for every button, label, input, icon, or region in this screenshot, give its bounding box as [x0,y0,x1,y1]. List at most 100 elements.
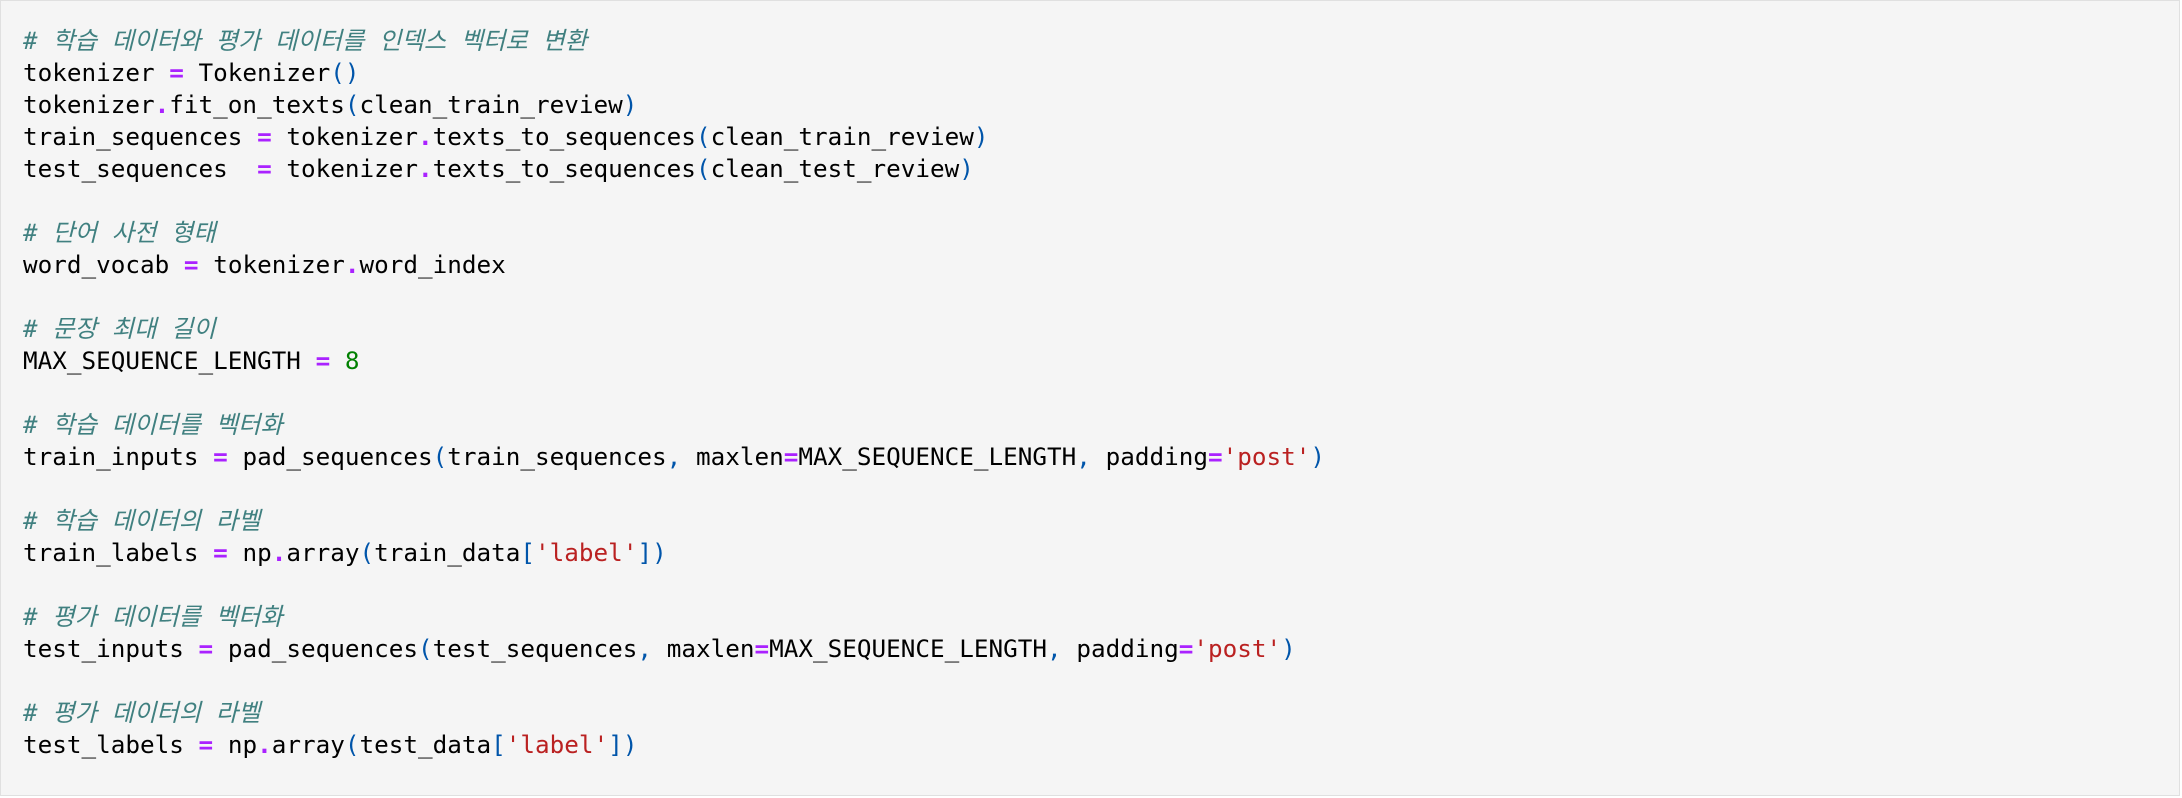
code-token: test_sequences [23,154,258,183]
code-operator: = [1207,442,1223,471]
code-string: 'post' [1193,634,1282,663]
code-line: # 학습 데이터의 라벨 [23,505,1325,537]
code-operator: = [198,730,214,759]
code-line: train_labels = np.array(train_data['labe… [23,537,1325,569]
code-token: train_labels [23,538,214,567]
code-operator: . [417,154,433,183]
code-string: 'post' [1222,442,1311,471]
code-token: pad_sequences [227,442,433,471]
code-punctuation: ) [959,154,974,183]
code-line: word_vocab = tokenizer.word_index [23,249,1325,281]
code-punctuation: ]) [637,538,667,567]
code-token: texts_to_sequences [432,122,696,151]
code-operator: = [257,154,272,183]
code-token: array [271,730,345,759]
code-token: clean_test_review [710,154,960,183]
code-punctuation: ) [1310,442,1326,471]
code-token: texts_to_sequences [432,154,696,183]
code-punctuation: () [330,58,360,87]
code-token: word_index [359,250,506,279]
code-punctuation: , [666,442,682,471]
code-operator: = [783,442,799,471]
code-line: # 단어 사전 형태 [23,217,1325,249]
code-comment: # 평가 데이터를 벡터화 [23,602,283,631]
code-punctuation: ) [1281,634,1296,663]
code-line: tokenizer.fit_on_texts(clean_train_revie… [23,89,1325,121]
code-punctuation: , [637,634,653,663]
code-token: padding [1061,634,1179,663]
code-operator: = [213,442,228,471]
code-token: maxlen [681,442,784,471]
code-token: tokenizer [271,122,418,151]
code-operator: = [169,58,184,87]
code-token: Tokenizer [183,58,331,87]
code-token: MAX_SEQUENCE_LENGTH [23,346,316,375]
code-punctuation: [ [491,730,506,759]
code-token: maxlen [652,634,755,663]
code-line: # 학습 데이터와 평가 데이터를 인덱스 벡터로 변환 [23,25,1325,57]
code-punctuation: ) [973,122,989,151]
code-punctuation: ( [359,538,375,567]
code-token: train_sequences [447,442,667,471]
code-operator: . [154,90,170,119]
code-token: test_sequences [432,634,638,663]
code-operator: = [315,346,331,375]
code-operator: = [213,538,228,567]
code-comment: # 평가 데이터의 라벨 [23,698,261,727]
code-token: padding [1090,442,1208,471]
code-operator: . [271,538,287,567]
code-blank-line [23,185,1325,217]
code-line: # 평가 데이터를 벡터화 [23,601,1325,633]
code-token: array [286,538,360,567]
code-token: train_data [374,538,521,567]
code-operator: . [257,730,272,759]
code-punctuation: ( [417,634,433,663]
code-line: # 평가 데이터의 라벨 [23,697,1325,729]
code-token: tokenizer [23,58,170,87]
code-punctuation: ( [432,442,448,471]
code-punctuation: ( [344,730,360,759]
code-operator: = [183,250,199,279]
code-operator: = [1178,634,1194,663]
code-token [330,346,345,375]
code-line: test_inputs = pad_sequences(test_sequenc… [23,633,1325,665]
code-comment: # 학습 데이터의 라벨 [23,506,261,535]
code-operator: = [198,634,214,663]
code-token: word_vocab [23,250,184,279]
code-punctuation: ( [695,122,711,151]
code-operator: = [754,634,770,663]
code-punctuation: , [1076,442,1091,471]
code-punctuation: ( [344,90,360,119]
code-token: MAX_SEQUENCE_LENGTH [769,634,1048,663]
code-punctuation: [ [520,538,536,567]
code-token: train_sequences [23,122,258,151]
code-token: fit_on_texts [169,90,345,119]
code-token: pad_sequences [213,634,418,663]
code-token: clean_train_review [710,122,974,151]
code-punctuation: ]) [608,730,638,759]
code-token: clean_train_review [359,90,623,119]
code-token: test_data [359,730,492,759]
code-token: tokenizer [198,250,345,279]
code-line: tokenizer = Tokenizer() [23,57,1325,89]
code-blank-line [23,569,1325,601]
code-line: # 문장 최대 길이 [23,313,1325,345]
code-operator: . [417,122,433,151]
code-string: 'label' [535,538,638,567]
code-token: MAX_SEQUENCE_LENGTH [798,442,1077,471]
code-operator: = [257,122,272,151]
code-line: test_sequences = tokenizer.texts_to_sequ… [23,153,1325,185]
code-number: 8 [344,346,360,375]
code-token: tokenizer [271,154,418,183]
code-token: np [227,538,272,567]
code-token: train_inputs [23,442,214,471]
code-comment: # 문장 최대 길이 [23,314,216,343]
code-punctuation: , [1047,634,1062,663]
code-comment: # 단어 사전 형태 [23,218,216,247]
code-string: 'label' [505,730,609,759]
code-comment: # 학습 데이터를 벡터화 [23,410,283,439]
code-line: # 학습 데이터를 벡터화 [23,409,1325,441]
code-token: test_labels [23,730,199,759]
